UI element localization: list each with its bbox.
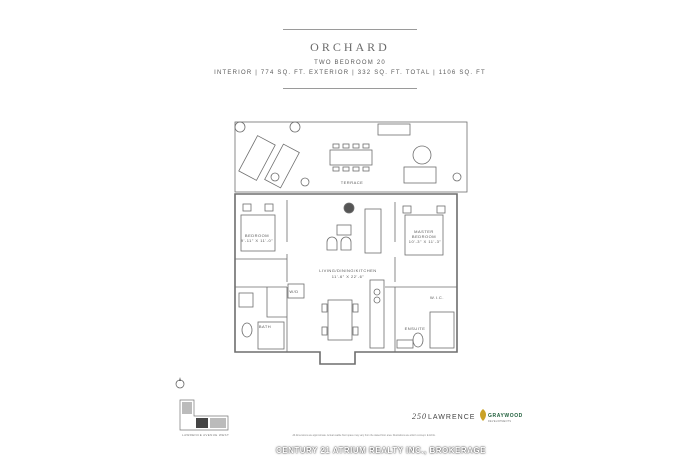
bed (240, 214, 276, 252)
living-sofa (364, 208, 382, 254)
terrace-label: TERRACE (340, 180, 364, 185)
master-bed (404, 214, 444, 256)
bath-walls (235, 286, 287, 318)
wic-label: W.I.C. (430, 295, 444, 300)
ensuite-vanity (396, 339, 414, 349)
developer-name: GRAYWOOD (488, 413, 523, 419)
ensuite-label: ENSUITE (404, 326, 426, 331)
lounge-chairs (238, 135, 300, 189)
shower (429, 311, 455, 349)
master-bedroom-label: BEDROOM (411, 234, 437, 239)
bedroom-label: BEDROOM (244, 233, 270, 238)
wd-label: W/D (289, 289, 299, 294)
lounge-chairs-living (326, 236, 352, 251)
plan-areas: INTERIOR | 774 SQ. FT. EXTERIOR | 332 SQ… (214, 70, 486, 76)
key-plan-caption: LAWRENCE AVENUE WEST (182, 433, 230, 437)
bedroom-dim: 9'-11" X 11'-0" (240, 238, 274, 243)
living-dim: 11'-6" X 22'-6" (331, 274, 365, 279)
floor-plan (234, 121, 468, 365)
master-dim: 10'-3" X 11'-3" (408, 239, 442, 244)
disclaimer-text: All dimensions are approximate. Actual u… (292, 434, 436, 437)
master-walls (385, 202, 457, 352)
planter-icons (234, 121, 310, 187)
terrace-round-table (412, 145, 432, 165)
bedroom-walls (235, 200, 288, 352)
coffee-table (336, 224, 352, 236)
plan-title: ORCHARD (310, 40, 390, 54)
terrace-sofa-2 (403, 166, 437, 184)
plan-subtitle: TWO BEDROOM 20 (314, 60, 386, 66)
unit-outline (234, 193, 458, 365)
dining-table (327, 299, 353, 341)
pendant-lamp (343, 202, 355, 214)
sink (238, 292, 254, 308)
key-plan (179, 399, 229, 431)
graywood-leaf-icon (480, 409, 486, 421)
developer-sub: DEVELOPMENTS (488, 420, 512, 423)
master-label: MASTER (414, 229, 434, 234)
kitchen-counter (369, 279, 385, 349)
building-name: LAWRENCE (428, 414, 476, 421)
bath-label: BATH (258, 324, 272, 329)
bottom-rule (283, 88, 417, 89)
washer-dryer (287, 283, 305, 299)
top-rule (283, 29, 417, 30)
bathtub (257, 321, 285, 350)
ensuite-toilet (412, 332, 424, 348)
compass-icon (175, 377, 185, 389)
toilet (241, 322, 253, 338)
watermark: CENTURY 21 ATRIUM REALTY INC., BROKERAGE (276, 446, 486, 455)
terrace-sofa (377, 123, 411, 136)
planter-icon (452, 172, 462, 182)
building-number: 250 (412, 412, 427, 421)
terrace-outline (234, 121, 468, 193)
terrace-table (329, 143, 373, 172)
living-label: LIVING/DINING/KITCHEN (319, 268, 377, 273)
building-logo: 250LAWRENCE (412, 412, 475, 421)
